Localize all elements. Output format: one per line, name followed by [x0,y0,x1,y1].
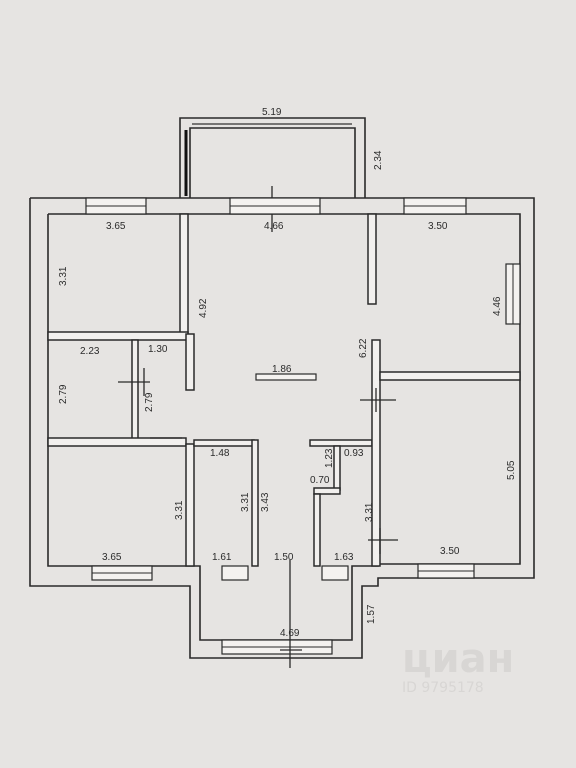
dim-room-br-depth: 5.05 [506,460,517,480]
watermark: циан ID 9795178 [402,636,514,696]
dim-small-room-width: 2.23 [80,346,100,357]
dimension-labels: 5.19 2.34 4.66 3.65 3.31 4.92 3.50 4.46 … [58,107,517,639]
dim-balcony-top-depth: 2.34 [373,150,384,170]
watermark-id: ID 9795178 [402,680,484,696]
dim-loggia-width: 4.69 [280,628,300,639]
hall-fixture [255,373,317,381]
dim-bath-top-width: 1.48 [210,448,230,459]
dim-bath-depth-a: 3.31 [240,492,251,512]
dim-wc-bottom-width: 1.63 [334,552,354,563]
dim-balcony-top-width: 5.19 [262,107,282,118]
dim-room-bl-width: 3.65 [102,552,122,563]
dim-closet-width: 1.30 [148,344,168,355]
dim-small-room-depth: 2.79 [58,384,69,404]
window-bottom-small-b [321,565,349,581]
dim-bath-bottom-width: 1.61 [212,552,232,563]
dim-corridor-b: 0.70 [310,475,330,486]
top-balcony [179,117,366,232]
dim-hall-center: 1.86 [272,364,292,375]
dim-closet-depth: 2.79 [144,392,155,412]
dim-hall-right-wall: 6.22 [358,338,369,358]
dim-room-br-width: 3.50 [440,546,460,557]
watermark-brand: циан [402,636,514,682]
dim-bath-depth-b: 3.43 [260,492,271,512]
dim-hall-top-width: 4.66 [264,221,284,232]
bottom-loggia [221,560,333,668]
dim-wc-depth: 3.31 [364,502,375,522]
dim-room-tl-depth: 3.31 [58,266,69,286]
dim-hall-bottom-width: 1.50 [274,552,294,563]
outer-walls [29,197,535,659]
dim-loggia-depth: 1.57 [366,604,377,624]
dim-room-bl-depth: 3.31 [174,500,185,520]
dim-wc-top-width: 0.93 [344,448,364,459]
interior-walls [47,213,521,567]
window-bottom-small-a [221,565,249,581]
dim-hall-wall-left: 4.92 [198,298,209,318]
dim-corridor-a: 1.23 [324,448,335,468]
dim-room-tl-width: 3.65 [106,221,126,232]
dim-room-tr-width: 3.50 [428,221,448,232]
dim-room-tr-depth: 4.46 [492,296,503,316]
